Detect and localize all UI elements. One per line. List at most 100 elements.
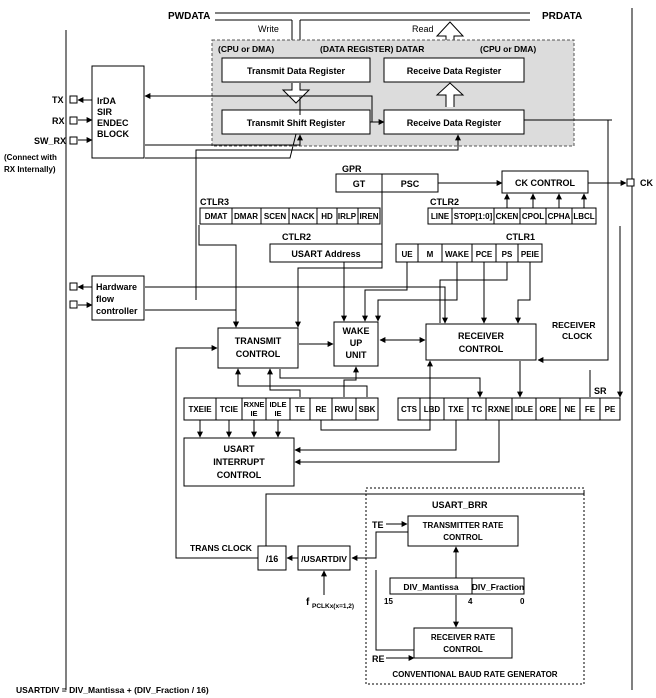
- usart-address-label: USART Address: [291, 249, 360, 259]
- ctlr1-bit-m: M: [427, 250, 434, 259]
- sr-bit-ne: NE: [564, 405, 576, 414]
- read-label: Read: [412, 24, 434, 34]
- wakeup-line-2: UP: [350, 338, 363, 348]
- ck-pin: [626, 178, 635, 187]
- brr-bit-0: 0: [520, 597, 525, 606]
- rx-pin: [69, 116, 78, 125]
- pwdata-bus: [215, 12, 530, 45]
- ctlr3-bit-scen: SCEN: [264, 212, 286, 221]
- ctlr1-label: CTLR1: [506, 232, 535, 242]
- interrupt-control-line-3: CONTROL: [217, 470, 262, 480]
- sr-bit-tc: TC: [472, 405, 483, 414]
- irda-block: [91, 65, 145, 159]
- ctlr1-bit-wake: WAKE: [445, 250, 470, 259]
- int-bit-rwu: RWU: [335, 405, 354, 414]
- prdata-label: PRDATA: [542, 11, 582, 22]
- ctlr3-bit-nack: NACK: [291, 212, 314, 221]
- ctlr1-bit-ps: PS: [502, 250, 513, 259]
- transmit-control-line-1: TRANSMIT: [235, 336, 282, 346]
- ctlr3-bit-iren: IREN: [359, 212, 378, 221]
- int-bit-tcie: TCIE: [220, 405, 239, 414]
- transmit-data-register: [221, 57, 371, 83]
- receive-shift-register-label: Receive Data Register: [407, 118, 502, 128]
- fpclk-sub: PCLKx(x=1,2): [312, 603, 354, 610]
- irda-line-4: BLOCK: [97, 129, 129, 139]
- wakeup-unit: [333, 321, 379, 367]
- receiver-clock-line-1: RECEIVER: [552, 320, 595, 330]
- sr-bit-pe: PE: [605, 405, 616, 414]
- read-arrow: [435, 21, 465, 50]
- wakeup-line-3: UNIT: [346, 350, 367, 360]
- brr-re-label: RE: [372, 654, 385, 664]
- sr-bit-ore: ORE: [539, 405, 557, 414]
- hw-flow-pin-1: [69, 282, 78, 291]
- usartdiv-box: [297, 545, 351, 571]
- rx-rate-line-1: RECEIVER RATE: [431, 633, 496, 642]
- tx-rate-line-2: CONTROL: [443, 533, 483, 542]
- ctlr3-label: CTLR3: [200, 197, 229, 207]
- hw-flow-line-1: Hardware: [96, 282, 137, 292]
- control-wires: [145, 97, 623, 465]
- ctlr3-bit-dmat: DMAT: [205, 212, 228, 221]
- ctlr2-right-label: CTLR2: [430, 197, 459, 207]
- tx-rate-line-1: TRANSMITTER RATE: [423, 521, 504, 530]
- sw-rx-note-1: (Connect with: [4, 153, 57, 162]
- transmit-data-register-label: Transmit Data Register: [247, 66, 346, 76]
- pin-wires: [77, 93, 385, 159]
- transmit-control: [217, 327, 299, 369]
- ctlr3-bit-irlp: IRLP: [338, 212, 357, 221]
- receiver-clock-line-2: CLOCK: [562, 331, 593, 341]
- div-fraction: [471, 577, 525, 595]
- ctlr2-register: LINE STOP[1:0] CKEN CPOL CPHA LBCL: [427, 207, 597, 225]
- hw-flow-line-2: flow: [96, 294, 115, 304]
- transmit-control-line-2: CONTROL: [236, 349, 281, 359]
- usartdiv-label: /USARTDIV: [301, 554, 347, 564]
- receive-data-register-top-label: Receive Data Register: [407, 66, 502, 76]
- interrupt-control-line-1: USART: [224, 444, 256, 454]
- brr-bit-4: 4: [468, 597, 473, 606]
- receiver-rate-control: [413, 627, 513, 659]
- hw-flow-pin-2: [69, 300, 78, 309]
- int-bit-idleie-2: IE: [274, 409, 281, 418]
- gpr-label: GPR: [342, 164, 362, 174]
- sr-bit-rxne: RXNE: [488, 405, 511, 414]
- ck-control-label: CK CONTROL: [515, 178, 575, 188]
- usart-interrupt-control: [183, 437, 295, 487]
- tdr-to-tsr-arrow: [281, 83, 311, 104]
- div16-label: /16: [266, 554, 279, 564]
- irda-line-1: IrDA: [97, 96, 117, 106]
- ctlr2-bit-cpha: CPHA: [548, 212, 571, 221]
- transmitter-rate-control: [407, 515, 519, 547]
- datar-cpu-dma-right: (CPU or DMA): [480, 44, 536, 54]
- tx-pin: [69, 95, 78, 104]
- ctlr3-bit-dmar: DMAR: [234, 212, 258, 221]
- irda-line-3: ENDEC: [97, 118, 129, 128]
- wakeup-line-1: WAKE: [343, 326, 370, 336]
- int-bit-sbk: SBK: [359, 405, 376, 414]
- ctlr2-to-ck-arrows: [504, 193, 587, 208]
- transmit-shift-register-label: Transmit Shift Register: [247, 118, 346, 128]
- datar-cpu-dma-left: (CPU or DMA): [218, 44, 274, 54]
- ctlr2-bit-stop: STOP[1:0]: [454, 212, 493, 221]
- receiver-control-line-1: RECEIVER: [458, 331, 505, 341]
- gpr-psc-label: PSC: [401, 179, 420, 189]
- div-fraction-label: DIV_Fraction: [472, 582, 524, 592]
- ctlr3-register: DMAT DMAR SCEN NACK HD IRLP IREN: [199, 207, 381, 225]
- brr-te-label: TE: [372, 520, 384, 530]
- ctlr1-bit-pce: PCE: [476, 250, 493, 259]
- int-bit-rxneie-2: IE: [250, 409, 257, 418]
- sr-bit-cts: CTS: [401, 405, 418, 414]
- div16-box: [257, 545, 287, 571]
- receiver-control: [425, 323, 537, 361]
- sw-rx-note-2: RX Internally): [4, 165, 56, 174]
- datar-title: (DATA REGISTER) DATAR: [320, 44, 424, 54]
- int-bit-rxneie-1: RXNE: [244, 400, 265, 409]
- sr-register: CTS LBD TXE TC RXNE IDLE ORE NE FE PE: [397, 397, 621, 421]
- receiver-control-line-2: CONTROL: [459, 344, 504, 354]
- ck-pin-label: CK: [640, 178, 653, 188]
- int-bit-te: TE: [295, 405, 306, 414]
- receive-data-register-top: [383, 57, 525, 83]
- baud-rate-generator: [365, 487, 585, 685]
- ctlr2-bit-cpol: CPOL: [522, 212, 544, 221]
